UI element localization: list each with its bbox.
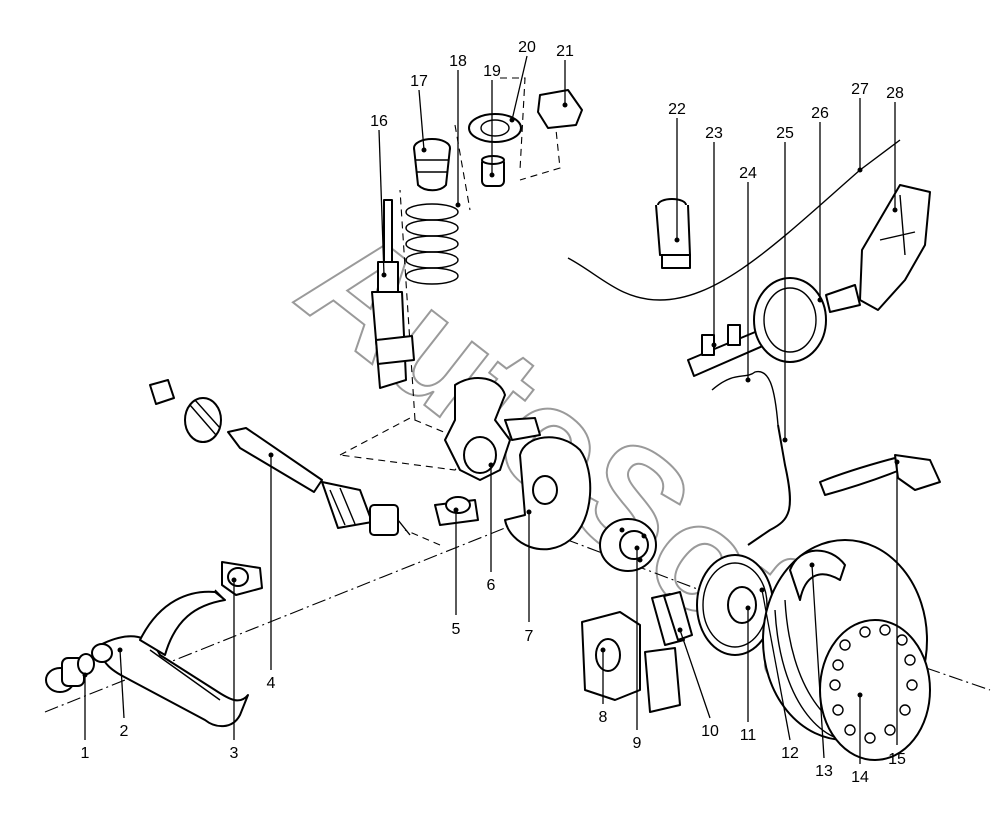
callout-2: 2 (120, 723, 129, 740)
callout-20: 20 (518, 39, 536, 56)
callout-leaders (82, 55, 900, 764)
callout-11: 11 (740, 727, 757, 744)
part-18-coil-spring[interactable] (405, 203, 459, 285)
part-25-brake-hose[interactable] (747, 424, 791, 546)
callout-15: 15 (888, 751, 906, 768)
callout-4: 4 (267, 675, 276, 692)
part-3-bushing-bracket[interactable] (214, 561, 263, 601)
callout-16: 16 (370, 113, 388, 130)
callout-18: 18 (449, 53, 467, 70)
part-2-lower-control-arm[interactable] (91, 590, 249, 728)
callout-3: 3 (230, 745, 239, 762)
part-17-bump-stop[interactable] (413, 138, 451, 192)
callout-24: 24 (739, 165, 757, 182)
callout-22: 22 (668, 101, 686, 118)
part-15-steering-rod[interactable] (819, 454, 941, 496)
callout-25: 25 (776, 125, 794, 142)
callout-27: 27 (851, 81, 869, 98)
part-28-pedal-bracket[interactable] (859, 184, 931, 311)
part-7-dust-shield[interactable] (504, 436, 592, 551)
part-9-hub-bearing[interactable] (599, 518, 657, 572)
part-26-brake-booster[interactable] (753, 277, 861, 363)
callout-6: 6 (487, 577, 496, 594)
callout-10: 10 (701, 723, 719, 740)
callout-7: 7 (525, 628, 534, 645)
callout-labels: 1 2 3 4 5 6 7 8 9 10 11 12 13 14 15 16 1… (81, 39, 906, 786)
callout-21: 21 (556, 43, 574, 60)
part-1-bushing[interactable] (45, 653, 95, 693)
part-13-wheel-rim[interactable] (789, 549, 846, 601)
callout-1: 1 (81, 745, 90, 762)
part-4-drive-shaft[interactable] (149, 379, 411, 536)
callout-26: 26 (811, 105, 829, 122)
callout-8: 8 (599, 709, 608, 726)
callout-17: 17 (410, 73, 428, 90)
part-24-brake-pipe[interactable] (711, 370, 779, 426)
callout-14: 14 (851, 769, 869, 786)
part-21-strut-mount[interactable] (537, 89, 583, 129)
part-23-master-cylinder[interactable] (687, 324, 766, 377)
callout-23: 23 (705, 125, 723, 142)
part-20-spring-seat[interactable] (468, 113, 522, 143)
callout-9: 9 (633, 735, 642, 752)
part-11-brake-disc[interactable] (696, 554, 774, 656)
part-14-hubcap[interactable] (819, 619, 931, 761)
part-8-brake-caliper[interactable] (581, 611, 681, 713)
callout-19: 19 (483, 63, 501, 80)
part-16-shock-absorber[interactable] (371, 199, 415, 389)
part-27-cable[interactable] (567, 139, 901, 301)
callout-28: 28 (886, 85, 904, 102)
part-6-steering-knuckle[interactable] (444, 377, 541, 481)
part-22-fluid-reservoir[interactable] (655, 198, 691, 269)
callout-5: 5 (452, 621, 461, 638)
part-19-bushing[interactable] (481, 155, 505, 187)
callout-12: 12 (781, 745, 799, 762)
callout-13: 13 (815, 763, 833, 780)
